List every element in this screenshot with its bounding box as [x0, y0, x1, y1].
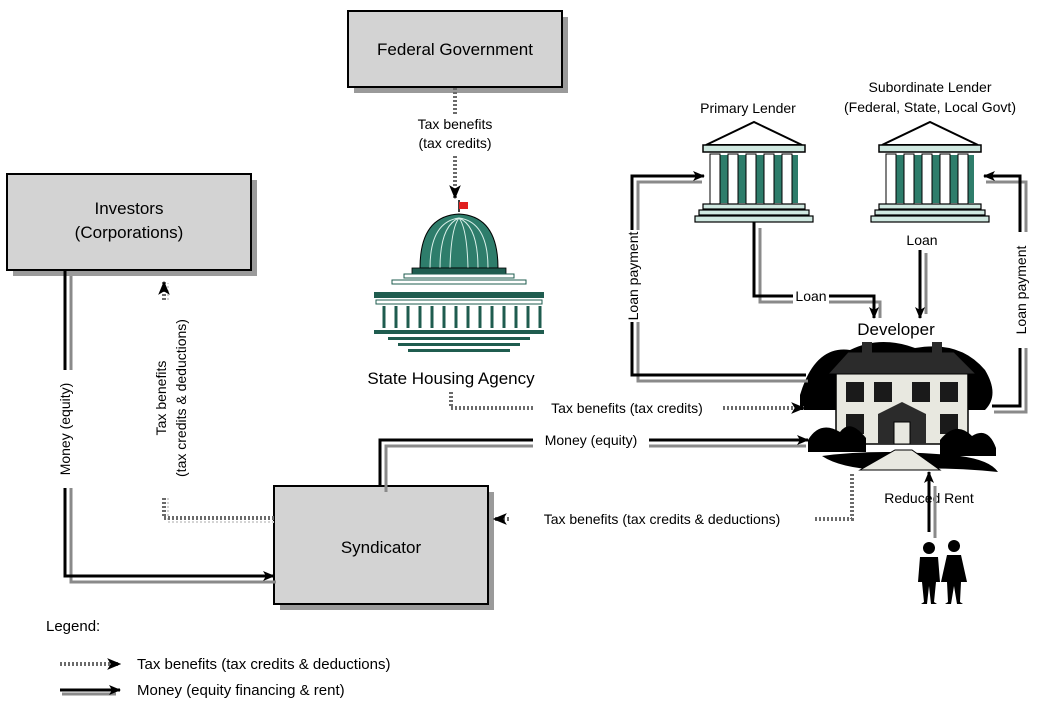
developer-label: Developer — [857, 320, 935, 339]
federal-government-box: Federal Government — [347, 10, 568, 93]
fed-tax-label-line1: Tax benefits — [418, 116, 493, 132]
investor-tax-label-line1: Tax benefits — [153, 361, 169, 436]
syndicator-label: Syndicator — [341, 538, 422, 557]
primary-lender-bank-icon — [694, 120, 814, 223]
primary-lender-label: Primary Lender — [700, 100, 796, 116]
subordinate-lender-label-line1: Subordinate Lender — [869, 79, 992, 95]
subordinate-lender-bank-icon — [870, 120, 990, 223]
subordinate-loan-label: Loan — [906, 232, 937, 248]
agency-tax-label: Tax benefits (tax credits) — [551, 400, 703, 416]
syndicator-box: Syndicator — [273, 485, 494, 610]
capitol-building-icon — [374, 200, 544, 352]
state-housing-agency-label: State Housing Agency — [367, 369, 535, 388]
investors-rect — [6, 173, 252, 271]
legend: Legend: Tax benefits (tax credits & dedu… — [46, 618, 390, 699]
people-icon — [918, 540, 967, 604]
federal-government-label: Federal Government — [377, 40, 533, 59]
flow-developer-loan-payment-subordinate: Loan payment — [983, 171, 1032, 414]
flow-syndicator-to-developer: Money (equity) — [378, 431, 809, 492]
syndicator-money-label: Money (equity) — [545, 432, 638, 448]
loan-payment-right-label: Loan payment — [1013, 246, 1029, 335]
flow-syndicator-tax-to-investors: Tax benefits (tax credits & deductions) — [148, 280, 274, 523]
legend-money-label: Money (equity financing & rent) — [137, 682, 345, 699]
loan-payment-left-label: Loan payment — [625, 232, 641, 321]
fed-tax-label-line2: (tax credits) — [418, 135, 491, 151]
investors-label-line2: (Corporations) — [75, 223, 184, 242]
developer-tax-label: Tax benefits (tax credits & deductions) — [544, 511, 781, 527]
flow-investors-to-syndicator: Money (equity) — [54, 270, 276, 584]
flow-developer-tax-to-syndicator: Tax benefits (tax credits & deductions) — [492, 474, 854, 528]
flow-subordinate-loan: Loan — [906, 232, 938, 319]
investors-label-line1: Investors — [95, 199, 164, 218]
flow-federal-to-agency: Tax benefits (tax credits) — [405, 88, 505, 200]
flow-rent-to-developer — [924, 471, 937, 538]
primary-loan-label: Loan — [795, 288, 826, 304]
developer-house-icon — [800, 341, 998, 472]
legend-title: Legend: — [46, 618, 100, 635]
investors-box: Investors (Corporations) — [6, 173, 257, 276]
flow-agency-tax-to-developer: Tax benefits (tax credits) — [449, 392, 806, 417]
flow-developer-loan-payment-primary: Loan payment — [622, 171, 808, 383]
subordinate-lender-label-line2: (Federal, State, Local Govt) — [844, 99, 1016, 115]
investor-tax-label-line2: (tax credits & deductions) — [173, 319, 189, 477]
federal-government-rect — [347, 10, 563, 88]
syndicator-rect — [273, 485, 489, 605]
money-equity-vertical-label: Money (equity) — [57, 383, 73, 476]
legend-tax-label: Tax benefits (tax credits & deductions) — [137, 656, 390, 673]
flow-primary-loan: Loan — [752, 222, 882, 319]
